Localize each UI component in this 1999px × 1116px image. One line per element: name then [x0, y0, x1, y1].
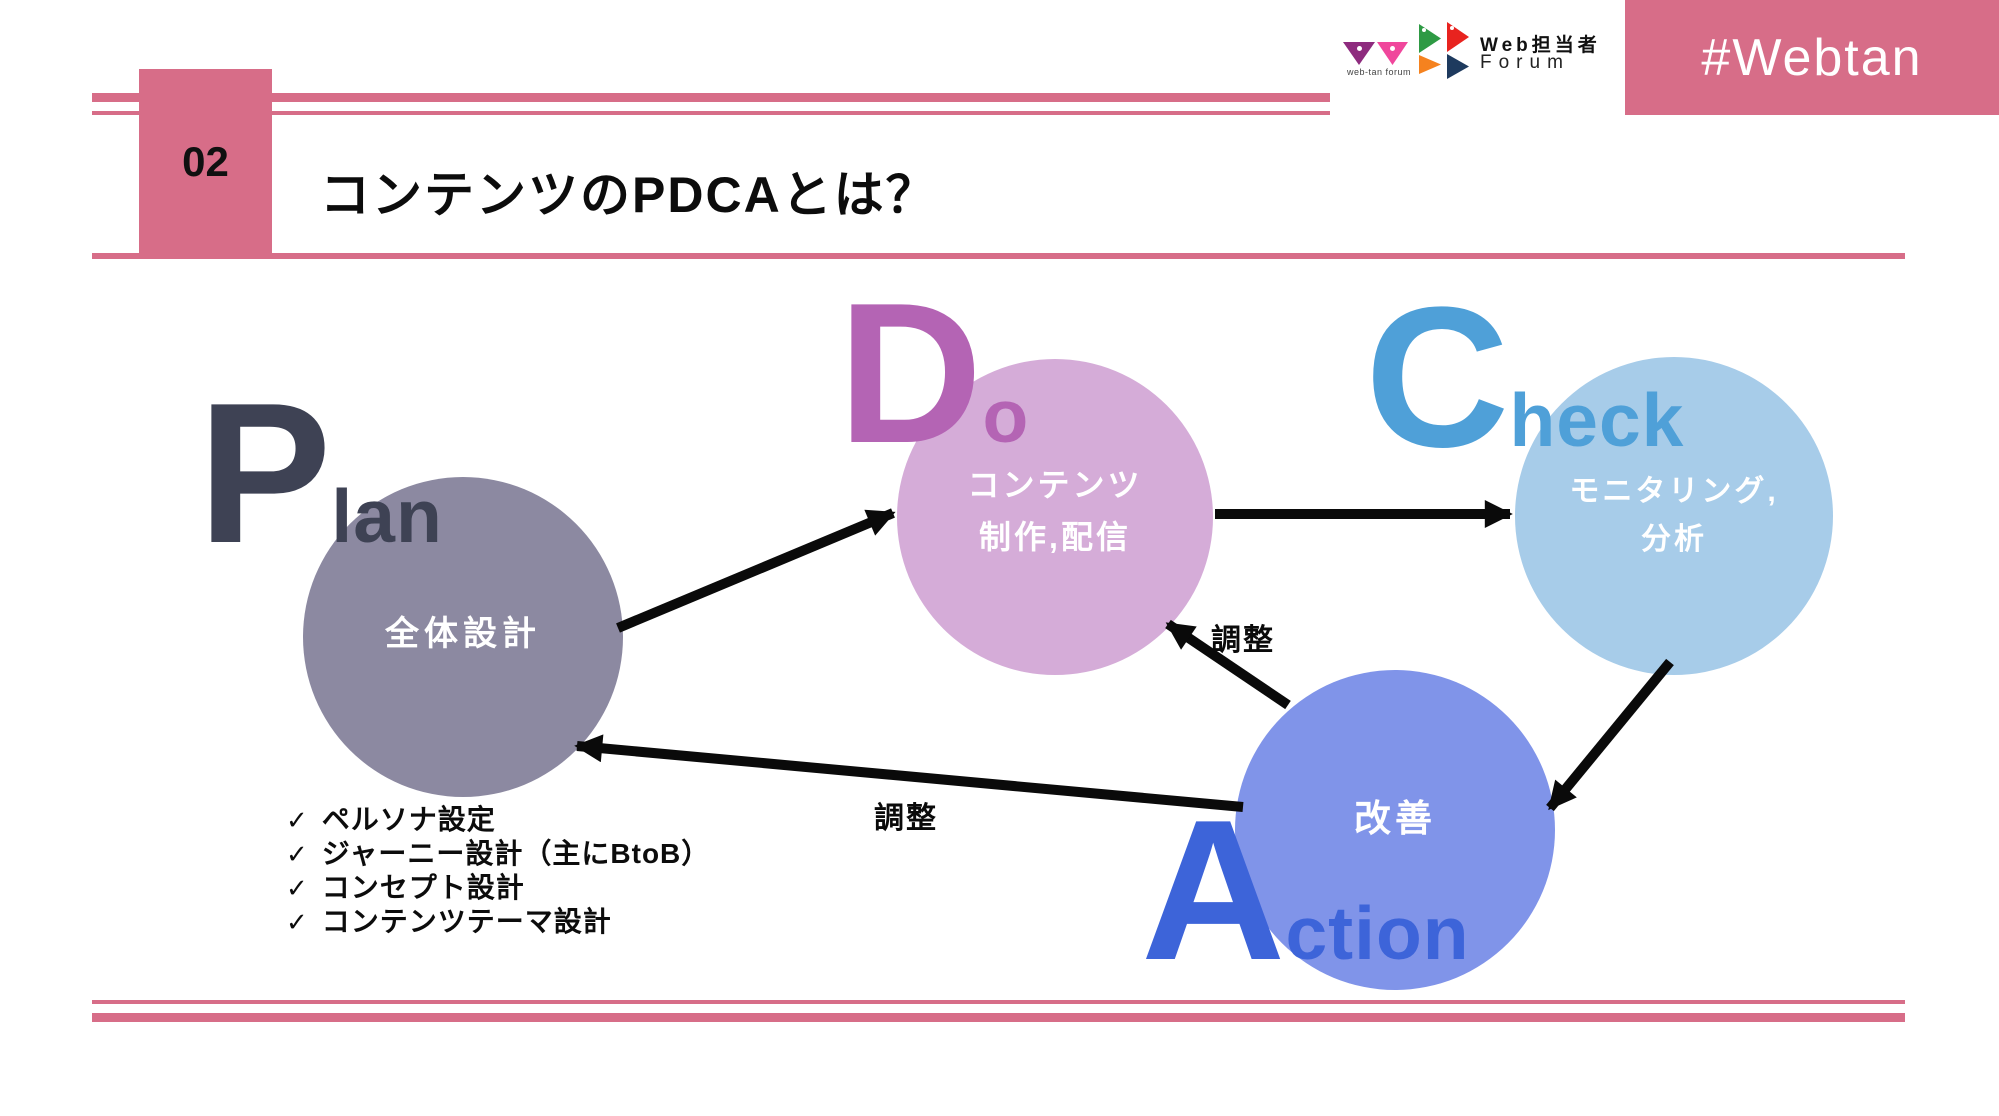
checklist-item: ✓ コンセプト設計: [286, 871, 710, 905]
checkmark-icon: ✓: [286, 805, 309, 835]
action-circle: 改善: [1235, 670, 1555, 990]
checkmark-icon: ✓: [286, 873, 309, 903]
checklist-item-text: ジャーニー設計（主にBtoB）: [321, 838, 711, 869]
do-initial: D: [838, 262, 983, 485]
plan-word: P lan: [198, 374, 443, 574]
slide-number-badge: 02: [139, 69, 272, 254]
adjust-label-to-do: 調整: [1211, 624, 1275, 657]
do-word: D o: [838, 274, 1029, 474]
logo-dot-icon: [1450, 26, 1454, 30]
checklist-item: ✓ コンテンツテーマ設計: [286, 905, 710, 939]
checkmark-icon: ✓: [286, 907, 309, 937]
check-circle-label-line1: モニタリング,: [1569, 475, 1779, 508]
arrow-plan-to-do: [616, 508, 896, 633]
hashtag-banner: #Webtan: [1625, 0, 1999, 115]
webtan-forum-logo: web-tan forum Web担当者 Forum: [1330, 0, 1625, 115]
title-underline: [92, 253, 1905, 259]
checkmark-icon: ✓: [286, 839, 309, 869]
logo-dot-icon: [1357, 46, 1362, 51]
arrow-check-to-action: [1546, 658, 1674, 812]
plan-rest: lan: [331, 474, 443, 558]
checklist-item-text: ペルソナ設定: [321, 804, 496, 835]
plan-circle-label: 全体設計: [385, 614, 541, 653]
logo-dot-icon: [1390, 46, 1395, 51]
action-rest: ction: [1285, 891, 1470, 975]
do-circle: コンテンツ 制作,配信: [897, 359, 1213, 675]
check-rest: heck: [1509, 378, 1685, 462]
checklist-item: ✓ ペルソナ設定: [286, 803, 710, 837]
action-word: A ction: [1141, 791, 1470, 991]
logo-brand-line1: Web担当者: [1480, 35, 1601, 56]
footer-rule-thin: [92, 1000, 1905, 1004]
plan-initial: P: [198, 362, 332, 585]
footer-rule-thick: [92, 1013, 1905, 1022]
plan-circle: 全体設計: [303, 477, 623, 797]
header-rule-thin: [92, 111, 1623, 115]
check-word: C heck: [1365, 278, 1684, 478]
adjust-label-to-plan: 調整: [874, 802, 938, 835]
logo-dot-icon: [1422, 28, 1426, 32]
page-title: コンテンツのPDCAとは？: [320, 167, 938, 223]
logo-triangle-orange-icon: [1419, 55, 1441, 74]
do-rest: o: [982, 374, 1030, 458]
check-circle: モニタリング, 分析: [1515, 357, 1833, 675]
logo-caption: web-tan forum: [1347, 67, 1412, 77]
logo-brand-line2: Forum: [1480, 52, 1570, 73]
plan-checklist: ✓ ペルソナ設定 ✓ ジャーニー設計（主にBtoB） ✓ コンセプト設計 ✓ コ…: [286, 803, 710, 939]
check-circle-label-line2: 分析: [1641, 523, 1707, 556]
action-initial: A: [1141, 779, 1286, 1002]
checklist-item: ✓ ジャーニー設計（主にBtoB）: [286, 837, 710, 871]
checklist-item-text: コンセプト設計: [321, 872, 525, 903]
do-circle-label-line1: コンテンツ: [967, 467, 1143, 504]
do-circle-label-line2: 制作,配信: [979, 519, 1131, 555]
checklist-item-text: コンテンツテーマ設計: [321, 906, 612, 937]
check-initial: C: [1365, 266, 1510, 489]
action-circle-label: 改善: [1354, 798, 1436, 839]
header-rule-thick: [92, 93, 1623, 102]
logo-triangle-navy-icon: [1447, 54, 1469, 79]
